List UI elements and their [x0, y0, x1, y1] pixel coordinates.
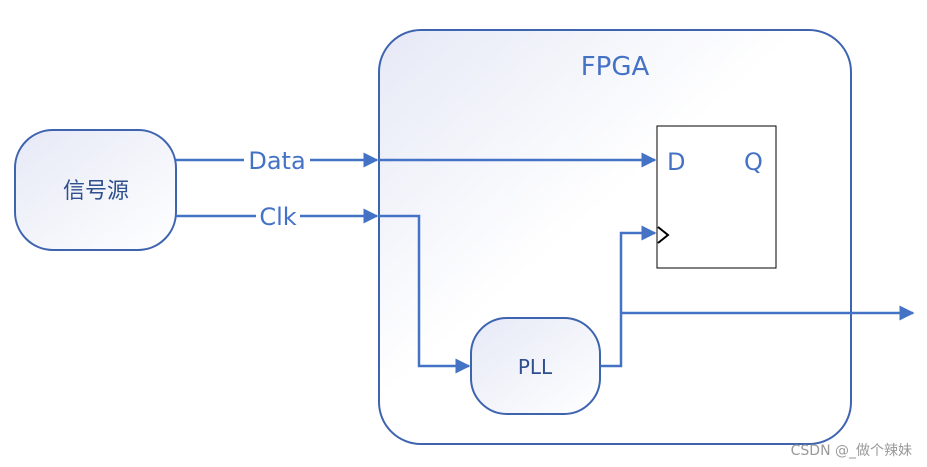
clock-input-triangle: [657, 226, 670, 244]
flipflop-q-label: Q: [744, 148, 763, 176]
pll-output-line: [601, 313, 623, 368]
pll-to-flipflop-clock-arrow: [619, 225, 657, 313]
signal-source-label: 信号源: [63, 179, 129, 204]
pll-box: [470, 317, 601, 415]
signal-source-box: [14, 129, 177, 251]
flipflop-box: [656, 125, 777, 269]
watermark: CSDN @_做个辣妹: [791, 443, 912, 459]
clk-arrow-to-pll: [379, 214, 471, 374]
clk-signal-label: Clk: [259, 203, 296, 231]
flipflop-d-label: D: [667, 148, 685, 176]
fpga-box: [378, 29, 852, 445]
fpga-label: FPGA: [581, 52, 650, 82]
data-signal-label: Data: [248, 147, 305, 175]
pll-label: PLL: [518, 355, 553, 379]
